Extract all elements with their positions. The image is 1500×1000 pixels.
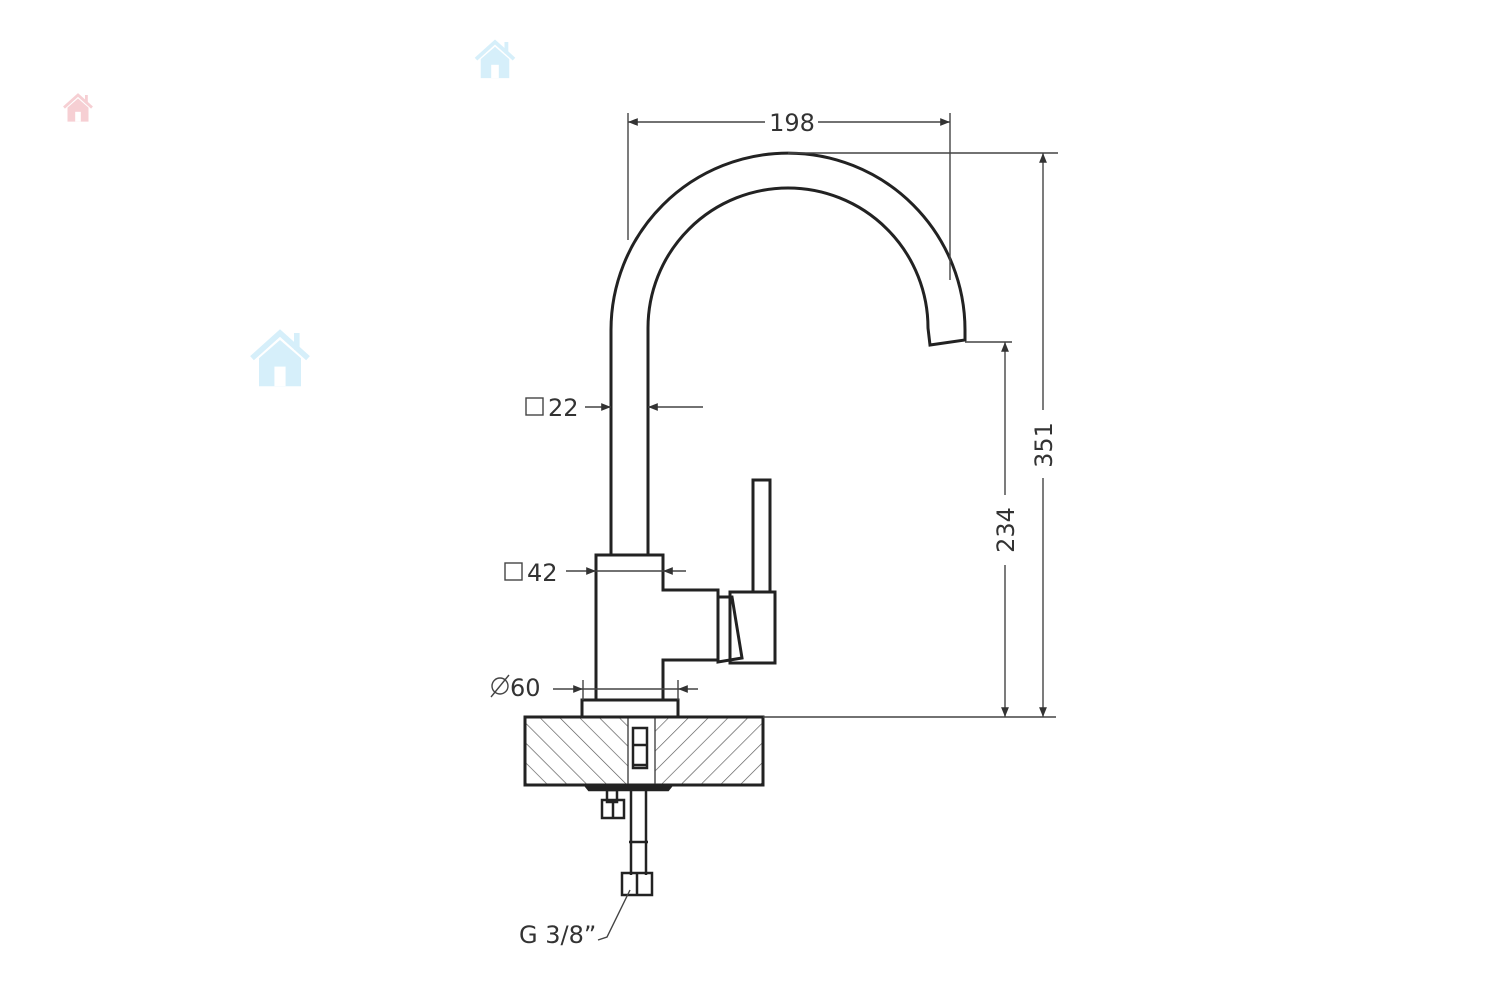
dimension-connection-thread: G 3/8” [519,889,631,949]
square-symbol-icon [504,562,523,581]
countertop-section [523,715,765,787]
watermark-house-icon [474,40,516,80]
dimension-label-connection-thread: G 3/8” [519,921,596,949]
dimension-spout-height: 234 [965,341,1020,717]
dimension-label-base-diameter: 60 [510,674,541,702]
handle-lever [751,478,772,594]
watermark-house-icon [62,93,94,123]
faucet-body [594,553,720,702]
handle-hub [716,595,744,664]
supply-hoses [582,726,675,897]
dimension-reach: 198 [627,109,951,280]
dimension-spout-section: 22 [525,394,703,422]
base-plate [580,698,680,719]
dimension-label-total-height: 351 [1030,422,1058,468]
watermark-house-icon [252,333,308,386]
dimension-label-spout-section: 22 [548,394,579,422]
dimension-base-diameter: 60 [490,674,698,702]
dimension-label-body-section: 42 [527,559,558,587]
dimension-total-height: 351 [763,152,1058,718]
dimension-body-section: 42 [504,559,686,587]
square-symbol-icon [525,397,544,416]
diameter-symbol-icon [491,677,509,695]
dimension-label-spout-height: 234 [992,507,1020,553]
dimension-label-reach: 198 [769,109,815,137]
spout [609,151,967,555]
